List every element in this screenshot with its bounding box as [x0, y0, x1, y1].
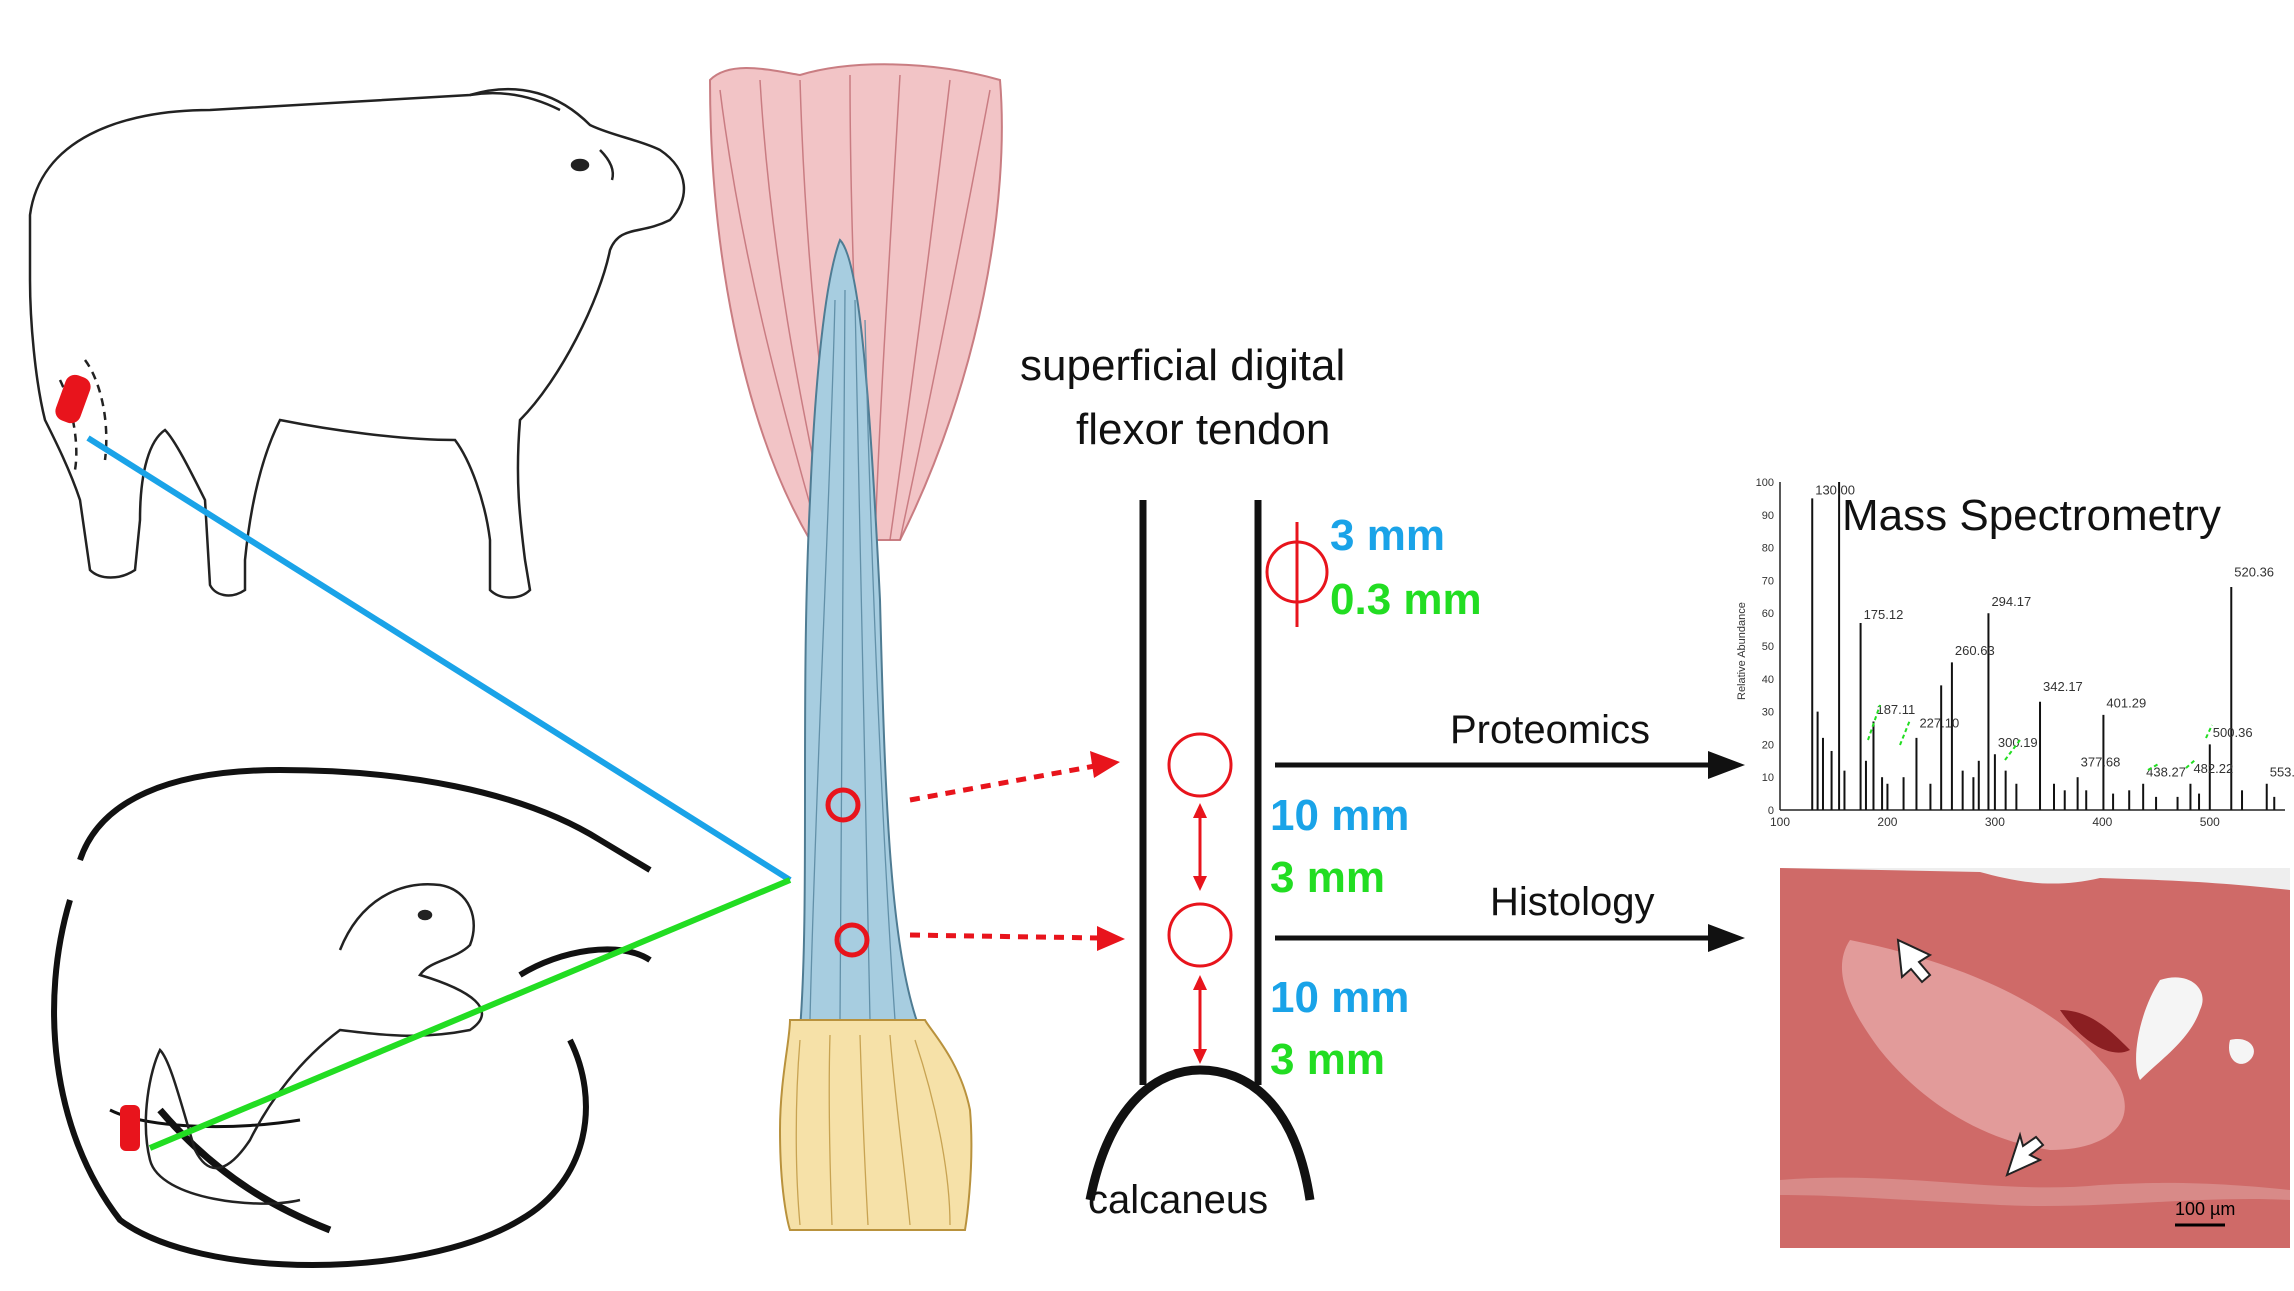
mass-spectrum-chart: 130.00175.12187.11227.10260.63294.17300.…: [1736, 477, 2294, 829]
ms-y-tick: 40: [1762, 674, 1774, 686]
mass-spectrometry-title: Mass Spectrometry: [1842, 491, 2221, 540]
calcaneus-label: calcaneus: [1088, 1178, 1269, 1222]
ms-y-tick: 60: [1762, 608, 1774, 620]
ms-y-axis-label: Relative Abundance: [1736, 602, 1748, 700]
lower-sample-site: [834, 922, 870, 958]
tendon-illustration: [708, 63, 1003, 1231]
adult-sheep-drawing: [28, 87, 686, 599]
adult-sample-marker: [55, 374, 91, 424]
ms-peak-label: 342.17: [2043, 679, 2083, 694]
ms-peak-label: 260.63: [1955, 643, 1995, 658]
tendon-title-line2: flexor tendon: [1076, 405, 1331, 454]
spacing-measure-green-2: 3 mm: [1270, 1035, 1385, 1084]
ms-y-tick: 10: [1762, 772, 1774, 784]
ms-y-tick: 80: [1762, 543, 1774, 555]
ms-peak-label: 482.22: [2193, 761, 2233, 776]
ms-peak-label: 294.17: [1991, 594, 2031, 609]
ms-x-tick: 100: [1770, 815, 1790, 829]
tendon-title-line1: superficial digital: [1020, 341, 1346, 390]
ms-peak-label: 553.30: [2270, 764, 2294, 779]
bone-insertion: [778, 1019, 973, 1231]
ms-peak-label: 175.12: [1864, 607, 1904, 622]
ms-peak-label: 438.27: [2146, 764, 2186, 779]
diameter-symbol: [1265, 522, 1329, 627]
scale-bar-label: 100 µm: [2175, 1199, 2236, 1219]
ms-peak-label: 377.68: [2081, 755, 2121, 770]
ms-x-tick: 200: [1877, 815, 1897, 829]
ms-x-tick: 500: [2200, 815, 2220, 829]
adult-link-line: [86, 435, 792, 883]
ms-x-ticks: 100 200 300 400 500: [1770, 815, 2220, 829]
upper-sample-site: [825, 787, 861, 823]
spacing-measure-blue-1: 10 mm: [1270, 791, 1410, 840]
fetal-link-line: [148, 877, 792, 1151]
ms-peak-label: 130.00: [1815, 482, 1855, 497]
histology-label: Histology: [1490, 880, 1655, 924]
ms-y-tick: 0: [1768, 805, 1774, 817]
tendon-schematic: [1085, 500, 1329, 1201]
histology-arrows: [1896, 938, 2045, 1177]
spacing-measure-blue-2: 10 mm: [1270, 973, 1410, 1022]
fetal-sample-marker: [120, 1105, 140, 1151]
ms-peak-label: 500.36: [2213, 725, 2253, 740]
ms-y-tick: 70: [1762, 575, 1774, 587]
ms-x-tick: 300: [1985, 815, 2005, 829]
diameter-measure-green: 0.3 mm: [1330, 575, 1482, 624]
ms-y-tick: 100: [1756, 477, 1774, 489]
ms-peak-label: 227.10: [1919, 715, 1959, 730]
proteomics-label: Proteomics: [1450, 708, 1651, 752]
ms-x-tick: 400: [2092, 815, 2112, 829]
histology-image: [1780, 868, 2290, 1248]
ms-y-tick: 90: [1762, 510, 1774, 522]
diameter-measure-blue: 3 mm: [1330, 511, 1445, 560]
ms-y-tick: 30: [1762, 707, 1774, 719]
ms-peak-labels: 130.00175.12187.11227.10260.63294.17300.…: [1815, 482, 2294, 779]
ms-peaks: [1811, 482, 2276, 810]
ms-peak-label: 520.36: [2234, 564, 2274, 579]
output-arrows: [1275, 751, 1745, 952]
fetal-sheep-drawing: [51, 766, 652, 1268]
ms-y-tick: 20: [1762, 739, 1774, 751]
dotted-arrows: [909, 751, 1125, 951]
ms-peak-label: 401.29: [2106, 696, 2146, 711]
fetus-body: [144, 883, 484, 1205]
ms-y-tick: 50: [1762, 641, 1774, 653]
spacing-measure-green-1: 3 mm: [1270, 853, 1385, 902]
ms-peak-label: 187.11: [1876, 702, 1915, 717]
calcaneus-arc: [1085, 1065, 1315, 1201]
